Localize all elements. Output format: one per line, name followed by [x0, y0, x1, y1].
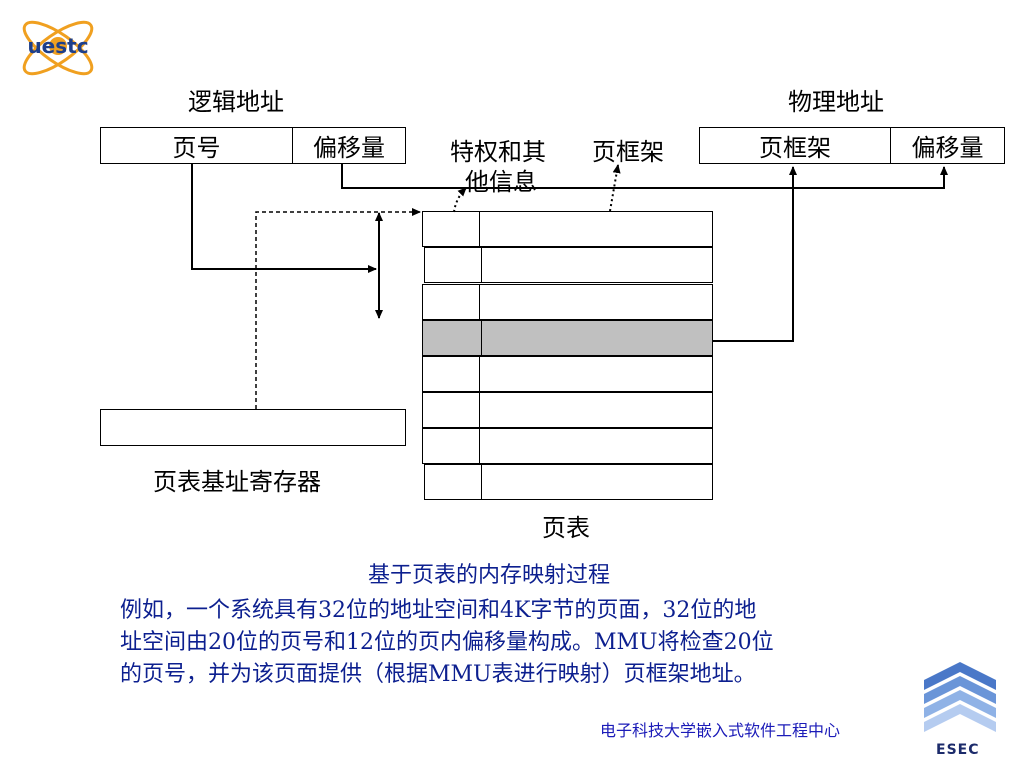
privilege-info-label-line1: 特权和其: [450, 138, 546, 166]
page-number-to-index-arrow: [191, 164, 377, 273]
page-frame-annotation: 页框架: [592, 138, 664, 166]
caption-line-3: 的页号，并为该页面提供（根据MMU表进行映射）页框架地址。: [120, 662, 756, 687]
page-table-row-2-frame: [481, 247, 713, 283]
page-table-row-4-attr-highlighted: [422, 320, 482, 356]
page-table-base-register-label: 页表基址寄存器: [153, 468, 321, 496]
page-table-row-6-frame: [479, 392, 713, 428]
page-table-row-1-attr: [422, 211, 480, 247]
footer-organization: 电子科技大学嵌入式软件工程中心: [600, 721, 841, 740]
privilege-annotation-pointer: [453, 187, 467, 213]
page-table-row-5-frame: [479, 356, 713, 392]
caption-line-1: 例如，一个系统具有32位的地址空间和4K字节的页面，32位的地: [120, 598, 757, 623]
esec-logo-text: ESEC: [936, 742, 980, 758]
logical-offset-field: 偏移量: [313, 134, 385, 162]
physical-address-box: 页框架 偏移量: [699, 127, 1005, 164]
svg-text:uestc: uestc: [27, 34, 88, 58]
page-table-row-1-frame: [479, 211, 713, 247]
frame-to-physical-arrow: [713, 166, 797, 342]
uestc-logo: uestc: [12, 12, 104, 84]
page-table-label: 页表: [542, 514, 590, 542]
offset-transfer-arrow: [341, 164, 948, 189]
base-register-to-table-dashed-arrow: [255, 208, 421, 409]
privilege-info-label-line2: 他信息: [465, 168, 537, 196]
logical-address-title: 逻辑地址: [188, 88, 284, 116]
page-table-row-7-attr: [422, 428, 480, 464]
page-table-row-3-attr: [422, 284, 480, 320]
uestc-logo-graphic: uestc: [22, 20, 94, 76]
caption-title: 基于页表的内存映射过程: [368, 563, 611, 588]
page-number-field: 页号: [101, 128, 293, 163]
physical-page-frame-field: 页框架: [700, 128, 891, 163]
page-table-row-8-attr: [424, 464, 482, 500]
logical-address-box: 页号 偏移量: [100, 127, 406, 164]
esec-building-icon: [924, 662, 996, 732]
esec-logo: ESEC: [920, 660, 1000, 760]
physical-address-title: 物理地址: [788, 88, 884, 116]
page-table-row-3-frame: [479, 284, 713, 320]
page-table-base-register: [100, 409, 406, 446]
page-table-row-4-frame-highlighted: [481, 320, 713, 356]
caption-line-2: 址空间由20位的页号和12位的页内偏移量构成。MMU将检查20位: [120, 630, 774, 655]
physical-offset-field: 偏移量: [911, 134, 984, 162]
page-table-row-8-frame: [481, 464, 713, 500]
page-table-row-5-attr: [422, 356, 480, 392]
page-table-row-6-attr: [422, 392, 480, 428]
page-table-row-7-frame: [479, 428, 713, 464]
